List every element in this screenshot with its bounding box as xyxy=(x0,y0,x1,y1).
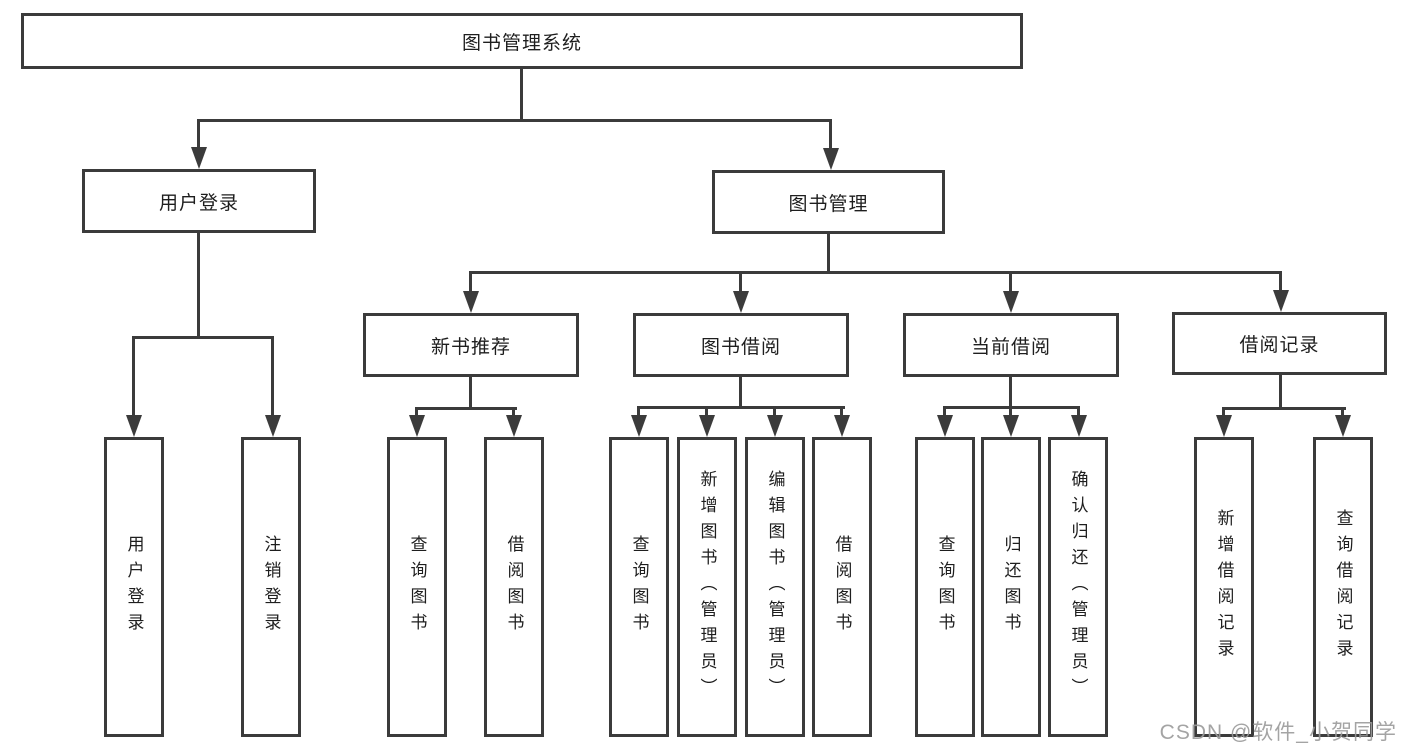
arrowhead-l12 xyxy=(1216,415,1232,437)
arrowhead-l11 xyxy=(1071,415,1087,437)
leaf-query-books-current: 查询图书 xyxy=(915,437,975,737)
arrowhead-book-management xyxy=(823,148,839,170)
arrowhead-l10 xyxy=(1003,415,1019,437)
connector-drop-l7 xyxy=(773,406,776,417)
node-current-borrow: 当前借阅 xyxy=(903,313,1119,377)
arrowhead-borrow-records xyxy=(1273,290,1289,312)
arrowhead-current-borrow xyxy=(1003,291,1019,313)
arrowhead-l6 xyxy=(699,415,715,437)
node-borrow-records: 借阅记录 xyxy=(1172,312,1387,375)
connector-drop-book-borrow xyxy=(739,271,742,293)
arrowhead-leaf-user-login xyxy=(126,415,142,437)
connector-new-book-trunk xyxy=(469,377,472,410)
leaf-add-borrow-record-label: 新增借阅记录 xyxy=(1214,509,1234,665)
connector-drop-l3 xyxy=(415,407,418,417)
leaf-add-books-admin-label: 新增图书（管理员） xyxy=(697,470,717,704)
arrowhead-l7 xyxy=(767,415,783,437)
connector-drop-l10 xyxy=(1009,406,1012,417)
node-root-label: 图书管理系统 xyxy=(461,32,582,54)
connector-drop-leaf-user-login xyxy=(132,336,135,416)
arrowhead-l5 xyxy=(631,415,647,437)
leaf-query-books-borrow: 查询图书 xyxy=(609,437,669,737)
node-new-book-recommend-label: 新书推荐 xyxy=(430,336,511,358)
leaf-return-books: 归还图书 xyxy=(981,437,1041,737)
connector-user-login-trunk xyxy=(197,233,200,339)
node-book-management: 图书管理 xyxy=(712,170,945,234)
node-current-borrow-label: 当前借阅 xyxy=(970,336,1051,358)
leaf-add-books-admin: 新增图书（管理员） xyxy=(677,437,737,737)
leaf-query-borrow-record: 查询借阅记录 xyxy=(1313,437,1373,737)
node-borrow-records-label: 借阅记录 xyxy=(1239,335,1320,356)
connector-drop-leaf-logout xyxy=(271,336,274,416)
connector-book-borrow-trunk xyxy=(739,377,742,409)
arrowhead-book-borrow xyxy=(733,291,749,313)
node-book-borrow-label: 图书借阅 xyxy=(700,336,781,358)
node-new-book-recommend: 新书推荐 xyxy=(363,313,579,377)
arrowhead-l9 xyxy=(937,415,953,437)
connector-current-borrow-trunk xyxy=(1009,377,1012,409)
node-root: 图书管理系统 xyxy=(21,13,1023,69)
arrowhead-new-book xyxy=(463,291,479,313)
leaf-user-login: 用户登录 xyxy=(104,437,164,737)
leaf-user-login-label: 用户登录 xyxy=(124,535,144,639)
connector-root-trunk xyxy=(520,69,523,119)
leaf-query-books-recommend: 查询图书 xyxy=(387,437,447,737)
connector-drop-l8 xyxy=(840,406,843,417)
arrowhead-leaf-logout xyxy=(265,415,281,437)
node-book-management-label: 图书管理 xyxy=(788,193,869,215)
connector-root-span xyxy=(197,119,832,122)
connector-drop-user-login xyxy=(197,119,200,149)
leaf-borrow-books: 借阅图书 xyxy=(812,437,872,737)
connector-drop-l6 xyxy=(705,406,708,417)
leaf-logout: 注销登录 xyxy=(241,437,301,737)
leaf-logout-label: 注销登录 xyxy=(261,535,281,639)
leaf-confirm-return-admin-label: 确认归还（管理员） xyxy=(1068,470,1088,704)
leaf-query-books-borrow-label: 查询图书 xyxy=(629,535,649,639)
connector-drop-borrow-records xyxy=(1279,271,1282,293)
leaf-edit-books-admin-label: 编辑图书（管理员） xyxy=(765,470,785,704)
leaf-add-borrow-record: 新增借阅记录 xyxy=(1194,437,1254,737)
leaf-query-books-current-label: 查询图书 xyxy=(935,535,955,639)
arrowhead-user-login xyxy=(191,147,207,169)
arrowhead-l3 xyxy=(409,415,425,437)
connector-drop-l13 xyxy=(1341,407,1344,417)
node-book-borrow: 图书借阅 xyxy=(633,313,849,377)
connector-drop-l4 xyxy=(512,407,515,417)
leaf-borrow-books-recommend-label: 借阅图书 xyxy=(504,535,524,639)
leaf-query-books-recommend-label: 查询图书 xyxy=(407,535,427,639)
connector-drop-l12 xyxy=(1222,407,1225,417)
node-user-login-label: 用户登录 xyxy=(158,192,239,214)
leaf-edit-books-admin: 编辑图书（管理员） xyxy=(745,437,805,737)
leaf-borrow-books-recommend: 借阅图书 xyxy=(484,437,544,737)
connector-borrow-records-span xyxy=(1222,407,1346,410)
leaf-return-books-label: 归还图书 xyxy=(1001,535,1021,639)
connector-drop-new-book xyxy=(469,271,472,293)
connector-drop-l11 xyxy=(1077,406,1080,417)
connector-book-mgmt-span xyxy=(469,271,1282,274)
leaf-borrow-books-label: 借阅图书 xyxy=(832,535,852,639)
arrowhead-l8 xyxy=(834,415,850,437)
connector-book-borrow-span xyxy=(637,406,845,409)
csdn-watermark: CSDN @软件_小贺同学 xyxy=(1159,721,1397,744)
arrowhead-l4 xyxy=(506,415,522,437)
connector-drop-book-management xyxy=(829,119,832,149)
connector-new-book-span xyxy=(415,407,517,410)
node-user-login: 用户登录 xyxy=(82,169,316,233)
connector-drop-l9 xyxy=(943,406,946,417)
connector-user-login-span xyxy=(132,336,274,339)
connector-book-mgmt-trunk xyxy=(827,234,830,274)
connector-drop-current-borrow xyxy=(1009,271,1012,293)
connector-borrow-records-trunk xyxy=(1279,375,1282,410)
leaf-confirm-return-admin: 确认归还（管理员） xyxy=(1048,437,1108,737)
leaf-query-borrow-record-label: 查询借阅记录 xyxy=(1333,509,1353,665)
arrowhead-l13 xyxy=(1335,415,1351,437)
connector-drop-l5 xyxy=(637,406,640,417)
